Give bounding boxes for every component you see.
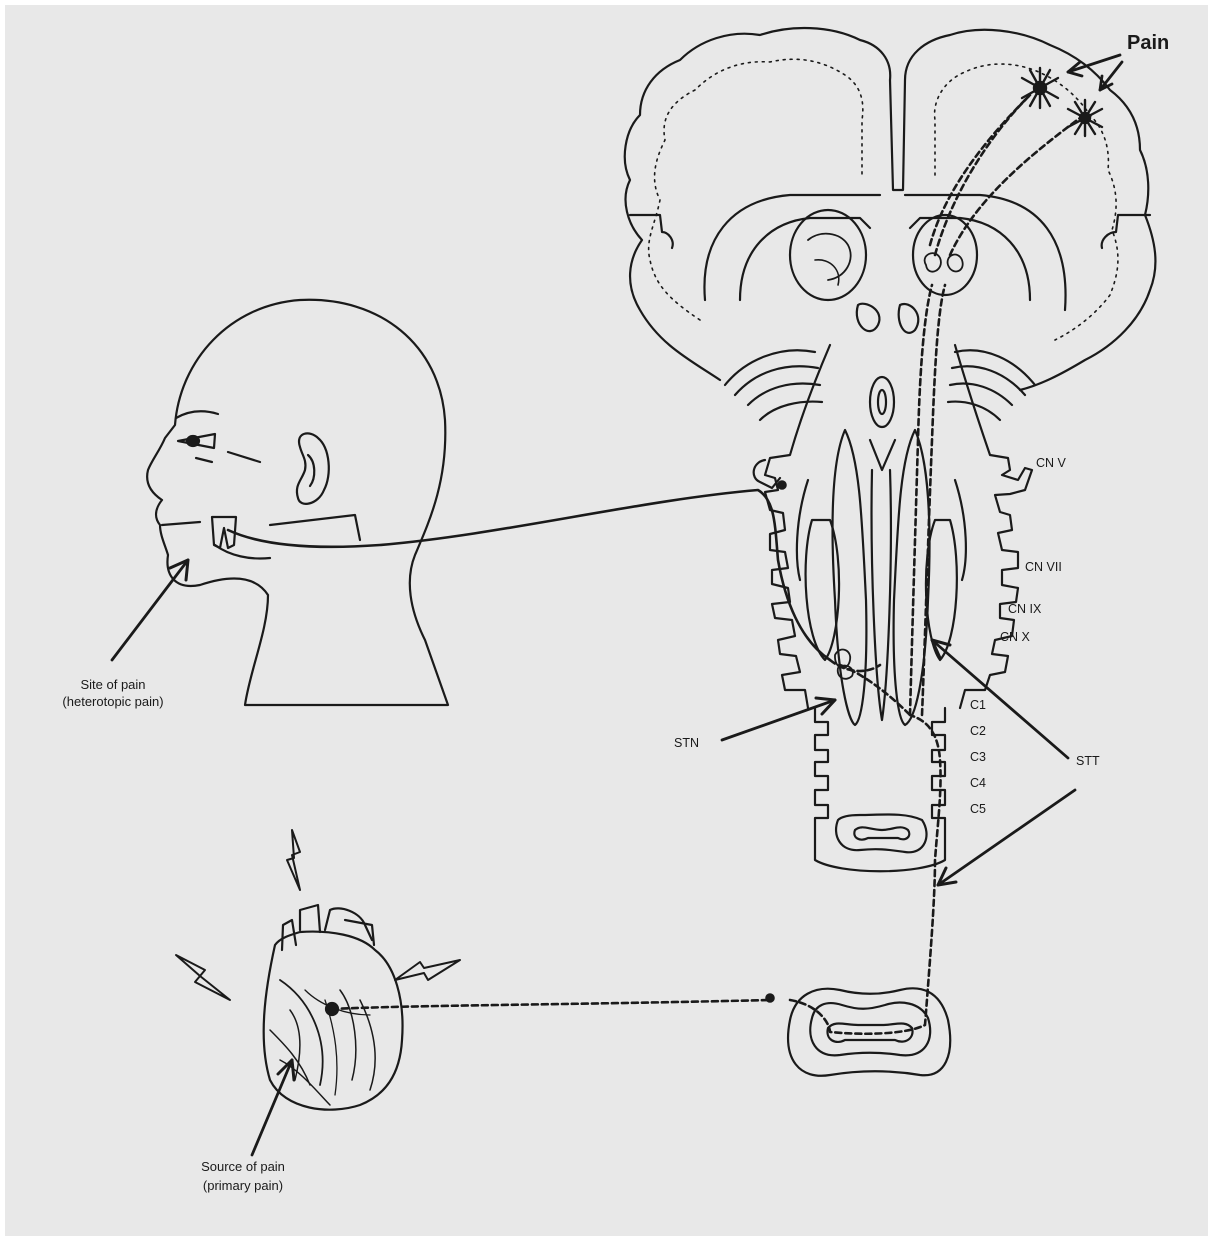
stt-label: STT: [1076, 754, 1100, 769]
cn-ix-label: CN IX: [1008, 602, 1041, 617]
c5-label: C5: [970, 802, 986, 817]
stn-label: STN: [674, 736, 699, 751]
pain-stars: [1022, 68, 1102, 136]
cn-v-label: CN V: [1036, 456, 1066, 471]
cn-x-label: CN X: [1000, 630, 1030, 645]
c2-label: C2: [970, 724, 986, 739]
c3-label: C3: [970, 750, 986, 765]
c4-label: C4: [970, 776, 986, 791]
brain: [625, 28, 1156, 427]
pain-label: Pain: [1127, 36, 1169, 51]
source-of-pain-sub-label: (primary pain): [203, 1178, 283, 1193]
source-of-pain-label: Source of pain: [201, 1159, 285, 1174]
head-profile: [147, 300, 448, 705]
trigeminal-pathway-solid: [228, 482, 830, 661]
cn-vii-label: CN VII: [1025, 560, 1062, 575]
site-of-pain-label: Site of pain: [80, 677, 145, 692]
c1-label: C1: [970, 698, 986, 713]
brainstem: [754, 345, 1032, 1076]
site-of-pain-sub-label: (heterotopic pain): [62, 694, 163, 709]
stt-pathway-dashed: [332, 95, 1080, 1034]
